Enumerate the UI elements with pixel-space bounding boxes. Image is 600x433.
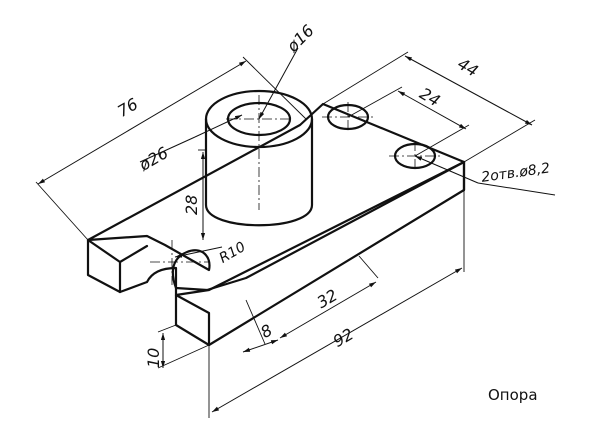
base-left-end bbox=[86, 238, 149, 294]
dim-holes: 2отв.ø8,2 bbox=[480, 160, 551, 185]
dimension-lines bbox=[35, 47, 556, 418]
mounting-holes bbox=[322, 102, 441, 171]
dim-32: 32 bbox=[314, 285, 341, 312]
dim-r10: R10 bbox=[217, 239, 249, 267]
dim-92: 92 bbox=[330, 324, 357, 351]
drawing-caption: Опора bbox=[488, 386, 538, 404]
boss-cylinder bbox=[204, 89, 314, 227]
dim-10: 10 bbox=[144, 348, 163, 368]
dim-28: 28 bbox=[182, 195, 201, 215]
cylinder-body bbox=[204, 117, 314, 227]
dim-24: 24 bbox=[416, 84, 443, 111]
slot-wall bbox=[118, 266, 178, 297]
dim-cyl-outer: ø26 bbox=[135, 143, 171, 175]
base-front-end bbox=[174, 293, 211, 347]
dim-8: 8 bbox=[257, 320, 275, 342]
dim-44: 44 bbox=[454, 54, 481, 81]
dim-cyl-inner: ø16 bbox=[282, 21, 317, 56]
dim-76: 76 bbox=[114, 94, 141, 121]
